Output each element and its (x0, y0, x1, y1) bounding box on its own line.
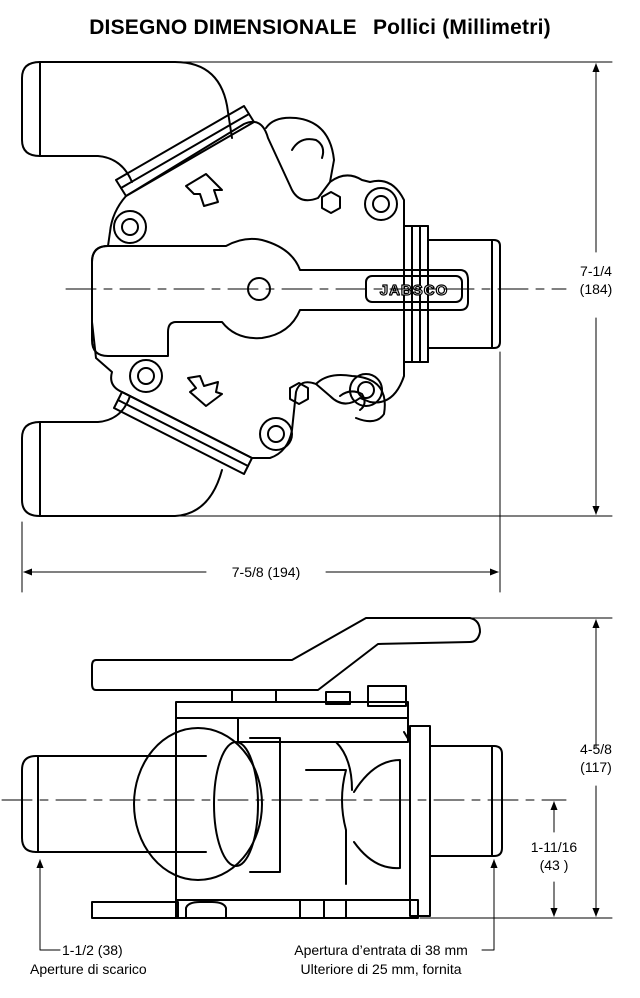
mount-foot (91, 901, 179, 919)
flow-arrow-down-icon (187, 375, 223, 407)
lower-flange (113, 391, 253, 475)
side-body (175, 717, 411, 901)
side-height-dimension: 4-5/8 (117) (560, 740, 632, 776)
top-width-dimension: 7-5/8 (194) (231, 564, 301, 580)
drawing-title-units: Pollici (Millimetri) (372, 16, 551, 39)
inlet-caption-line1: Apertura d’entrata di 38 mm (294, 942, 468, 958)
handle (91, 617, 481, 691)
base-plate (175, 899, 419, 919)
discharge-elbow (133, 727, 263, 881)
pump-body-outline (91, 120, 429, 459)
top-height-dimension: 7-1/4 (184) (560, 262, 632, 298)
upper-discharge-port (21, 61, 233, 183)
inlet-port (403, 225, 501, 363)
upper-flange (115, 105, 255, 197)
lever-body (91, 237, 469, 357)
lower-discharge-port (21, 395, 223, 517)
jabsco-logo: JABSCO (365, 275, 463, 303)
mounting-holes (113, 187, 398, 451)
centerline-dimension: 1-11/16 (43 ) (514, 838, 594, 874)
inlet-flange (409, 725, 431, 917)
hex-nuts (289, 191, 341, 405)
side-height-inches: 4-5/8 (580, 741, 612, 757)
inlet-nozzle (429, 745, 503, 857)
discharge-size: 1-1/2 (38) (62, 942, 123, 958)
inlet-caption-line2: Ulteriore di 25 mm, fornita (300, 961, 462, 977)
top-height-inches: 7-1/4 (580, 263, 612, 279)
centerline-inches: 1-11/16 (530, 839, 578, 855)
flow-arrow-up-icon (185, 173, 223, 207)
drawing-title-main: DISEGNO DIMENSIONALE (89, 16, 357, 39)
top-view: JABSCO (21, 61, 613, 593)
centerline-mm: (43 ) (539, 857, 569, 873)
drawing-title: DISEGNO DIMENSIONALE Pollici (Millimetri… (0, 16, 640, 40)
top-height-mm: (184) (579, 281, 613, 297)
side-view (1, 617, 613, 951)
jabsco-logo-text: JABSCO (380, 282, 449, 299)
side-height-mm: (117) (580, 759, 612, 775)
discharge-caption: Aperture di scarico (30, 961, 147, 977)
